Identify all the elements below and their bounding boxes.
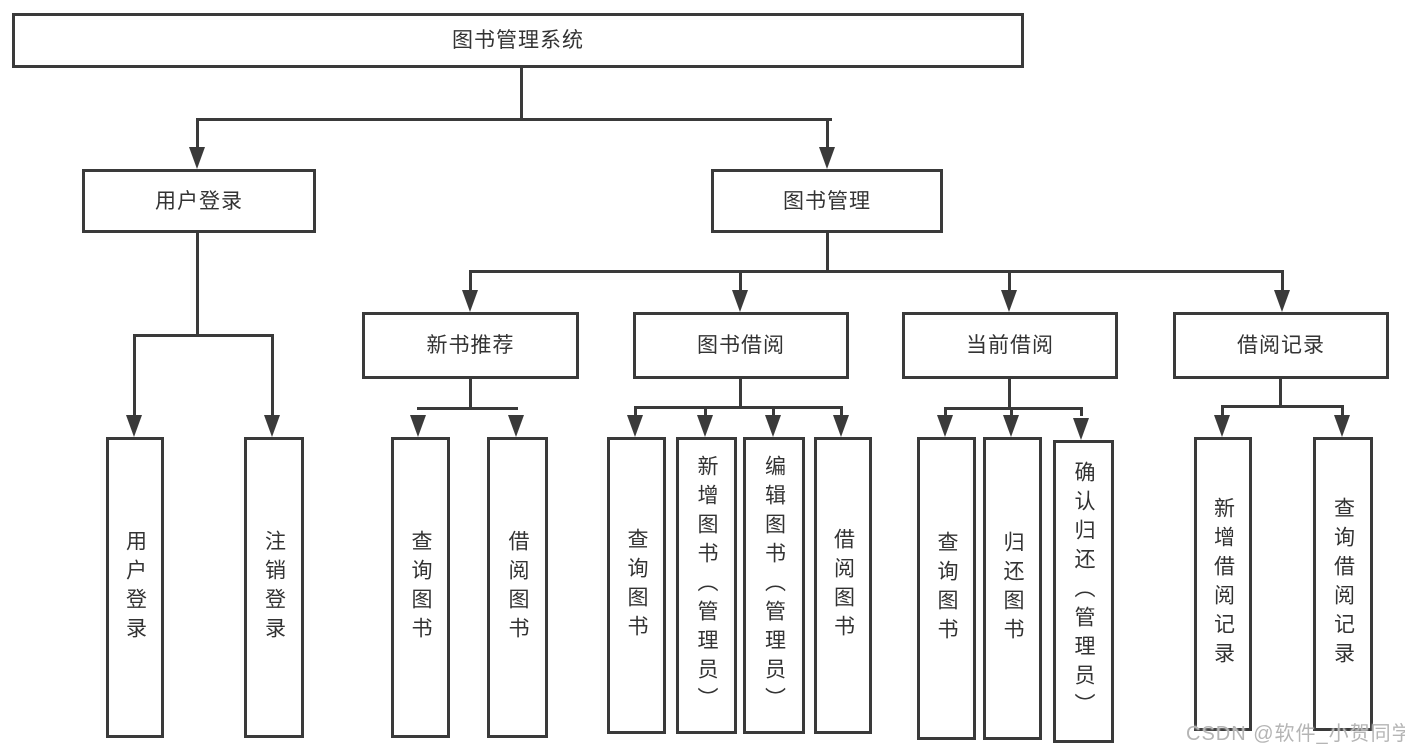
connector-root-split — [196, 118, 832, 121]
node-user-login: 用户登录 — [82, 169, 316, 233]
node-book-mgmt-label: 图书管理 — [783, 189, 871, 213]
leaf-query-record-label: 查询借阅记录 — [1331, 497, 1355, 671]
connector-user-login-stem — [196, 233, 199, 335]
csdn-watermark: CSDN @软件_小贺同学 — [1186, 723, 1405, 745]
node-book-mgmt: 图书管理 — [711, 169, 943, 233]
leaf-query-record: 查询借阅记录 — [1313, 437, 1373, 731]
arrowhead-leaf-query-record — [1334, 415, 1350, 437]
leaf-logout-label: 注销登录 — [262, 529, 286, 646]
node-current-borrow: 当前借阅 — [902, 312, 1118, 379]
node-new-book-rec-label: 新书推荐 — [426, 334, 515, 357]
arrowhead-book-mgmt — [819, 147, 835, 169]
node-new-book-rec: 新书推荐 — [362, 312, 579, 379]
arrowhead-leaf-confirm-return — [1073, 418, 1089, 440]
connector-borrow-records-stem — [1279, 379, 1282, 406]
leaf-borrow-book-1: 借阅图书 — [487, 437, 548, 738]
arrowhead-new-book-rec — [462, 290, 478, 312]
arrowhead-borrow-records — [1274, 290, 1290, 312]
leaf-borrow-book-1-label: 借阅图书 — [506, 529, 529, 646]
leaf-query-book-3: 查询图书 — [917, 437, 976, 740]
node-current-borrow-label: 当前借阅 — [966, 334, 1054, 357]
leaf-query-book-1-label: 查询图书 — [409, 529, 432, 646]
connector-book-borrow-stem — [739, 379, 742, 408]
connector-current-borrow-split — [944, 407, 1083, 410]
leaf-user-login-label: 用户登录 — [123, 529, 147, 646]
connector-drop-leaf-add-record — [1221, 405, 1224, 416]
leaf-query-book-2-label: 查询图书 — [625, 527, 648, 644]
connector-new-book-rec-split — [417, 407, 518, 410]
connector-book-mgmt-stem — [826, 233, 829, 272]
node-root-label: 图书管理系统 — [452, 29, 584, 52]
connector-drop-borrow-records — [1281, 270, 1284, 294]
connector-drop-leaf-query-record — [1341, 405, 1344, 416]
arrowhead-leaf-query-book-2 — [627, 415, 643, 437]
connector-drop-leaf-confirm-return — [1080, 407, 1083, 416]
arrowhead-leaf-query-book-3 — [937, 415, 953, 437]
arrowhead-current-borrow — [1001, 290, 1017, 312]
leaf-user-login: 用户登录 — [106, 437, 164, 738]
leaf-borrow-book-2: 借阅图书 — [814, 437, 872, 734]
connector-drop-leaf-return-book — [1010, 407, 1013, 416]
arrowhead-user-login — [189, 147, 205, 169]
arrowhead-book-borrow — [732, 290, 748, 312]
connector-drop-leaf-add-book — [704, 406, 707, 416]
arrowhead-leaf-add-book — [697, 415, 713, 437]
leaf-query-book-2: 查询图书 — [607, 437, 666, 734]
connector-drop-user-login — [196, 118, 199, 150]
arrowhead-leaf-return-book — [1003, 415, 1019, 437]
leaf-edit-book: 编辑图书（管理员） — [743, 437, 805, 734]
leaf-query-book-3-label: 查询图书 — [935, 530, 958, 647]
arrowhead-leaf-query-book-1 — [410, 415, 426, 437]
arrowhead-leaf-add-record — [1214, 415, 1230, 437]
arrowhead-leaf-borrow-book-2 — [833, 415, 849, 437]
connector-drop-leaf-query-book-2 — [634, 406, 637, 416]
connector-root-trunk — [520, 68, 523, 118]
connector-drop-leaf-borrow-book-2 — [840, 406, 843, 416]
connector-drop-new-book-rec — [469, 270, 472, 294]
node-root: 图书管理系统 — [12, 13, 1024, 68]
node-book-borrow-label: 图书借阅 — [697, 334, 785, 357]
connector-drop-book-mgmt — [826, 118, 829, 150]
connector-new-book-rec-stem — [469, 379, 472, 409]
connector-borrow-records-split — [1221, 405, 1344, 408]
connector-drop-leaf-user-login — [133, 334, 136, 417]
leaf-confirm-return-label: 确认归还（管理员） — [1072, 461, 1095, 722]
arrowhead-leaf-edit-book — [765, 415, 781, 437]
leaf-return-book: 归还图书 — [983, 437, 1042, 740]
node-user-login-label: 用户登录 — [155, 189, 243, 213]
arrowhead-leaf-user-login — [126, 415, 142, 437]
leaf-add-record-label: 新增借阅记录 — [1211, 497, 1235, 671]
leaf-confirm-return: 确认归还（管理员） — [1053, 440, 1114, 743]
connector-user-login-split — [133, 334, 274, 337]
connector-book-borrow-split — [634, 406, 843, 409]
leaf-logout: 注销登录 — [244, 437, 304, 738]
leaf-add-record: 新增借阅记录 — [1194, 437, 1252, 731]
connector-drop-leaf-query-book-3 — [944, 407, 947, 416]
leaf-add-book: 新增图书（管理员） — [676, 437, 737, 734]
connector-current-borrow-stem — [1008, 379, 1011, 408]
leaf-add-book-label: 新增图书（管理员） — [695, 455, 718, 716]
leaf-edit-book-label: 编辑图书（管理员） — [762, 455, 786, 716]
leaf-query-book-1: 查询图书 — [391, 437, 450, 738]
connector-book-mgmt-split — [469, 270, 1284, 273]
connector-drop-book-borrow — [739, 270, 742, 294]
arrowhead-leaf-logout — [264, 415, 280, 437]
node-book-borrow: 图书借阅 — [633, 312, 849, 379]
leaf-borrow-book-2-label: 借阅图书 — [831, 527, 855, 644]
connector-drop-leaf-edit-book — [772, 406, 775, 416]
node-borrow-records: 借阅记录 — [1173, 312, 1389, 379]
leaf-return-book-label: 归还图书 — [1001, 530, 1024, 647]
connector-drop-current-borrow — [1008, 270, 1011, 294]
node-borrow-records-label: 借阅记录 — [1237, 334, 1325, 357]
connector-drop-leaf-logout — [271, 334, 274, 417]
arrowhead-leaf-borrow-book-1 — [508, 415, 524, 437]
